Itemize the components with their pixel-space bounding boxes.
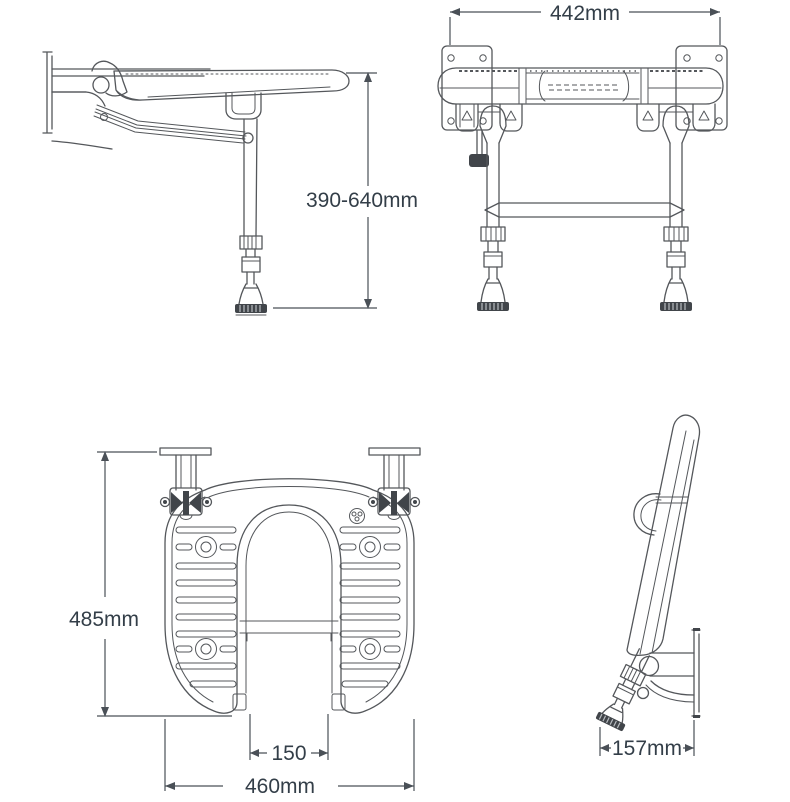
dim-label-plan-width: 460mm bbox=[245, 775, 315, 798]
drop-leg-side bbox=[235, 118, 267, 316]
view-plan: 485mm 150 460mm bbox=[69, 447, 421, 798]
view-side-extended: 390-640mm bbox=[42, 51, 418, 316]
seat-front-edge bbox=[437, 67, 724, 105]
dimension-depth: 485mm bbox=[69, 451, 232, 717]
leg-crossbar bbox=[484, 202, 685, 218]
brand-logo-mark bbox=[349, 508, 365, 524]
dim-label-overall-width: 442mm bbox=[550, 2, 620, 25]
dim-label-height-range: 390-640mm bbox=[306, 189, 418, 212]
foot-pad bbox=[660, 302, 692, 311]
dimension-height-range: 390-640mm bbox=[273, 72, 418, 309]
hanger-brackets-right bbox=[636, 103, 716, 132]
wall-bracket-gusset bbox=[51, 91, 113, 150]
dim-label-center-gap: 150 bbox=[271, 742, 306, 765]
dim-label-folded-depth: 157mm bbox=[612, 737, 682, 760]
drop-leg-front-left bbox=[477, 105, 509, 311]
foot-pad bbox=[477, 302, 509, 311]
seat-folded bbox=[626, 414, 701, 656]
leg-hanger-bracket bbox=[225, 92, 262, 120]
drain-slots-left bbox=[175, 526, 237, 688]
drop-leg-folded bbox=[595, 648, 650, 732]
view-front: 442mm bbox=[437, 2, 728, 311]
hanger-brackets-left bbox=[455, 103, 523, 167]
seat-outline-plan bbox=[164, 478, 415, 714]
view-side-folded: 157mm bbox=[595, 414, 701, 760]
pivot-hinge bbox=[91, 60, 128, 97]
foot-pad bbox=[235, 304, 267, 316]
release-latch-knob bbox=[469, 154, 489, 167]
dimension-folded-depth: 157mm bbox=[599, 720, 695, 760]
dimension-center-gap: 150 bbox=[249, 714, 329, 765]
seat-profile-side bbox=[113, 69, 350, 101]
dimension-overall-width: 442mm bbox=[449, 2, 721, 45]
wall-plate-side bbox=[42, 51, 53, 134]
mounting-arm bbox=[51, 68, 211, 93]
foot-pad bbox=[595, 712, 626, 732]
wall-clamp-left bbox=[159, 447, 213, 520]
wall-bracket-folded bbox=[636, 652, 695, 703]
drain-slots-right bbox=[339, 526, 401, 688]
wall-clamp-right bbox=[367, 447, 421, 520]
dim-label-depth: 485mm bbox=[69, 608, 139, 631]
wall-plate-folded bbox=[691, 628, 701, 718]
drop-leg-front-right bbox=[660, 105, 692, 311]
dimension-plan-width: 460mm bbox=[164, 719, 415, 798]
seat-handle bbox=[633, 493, 689, 536]
support-arm bbox=[93, 104, 254, 144]
